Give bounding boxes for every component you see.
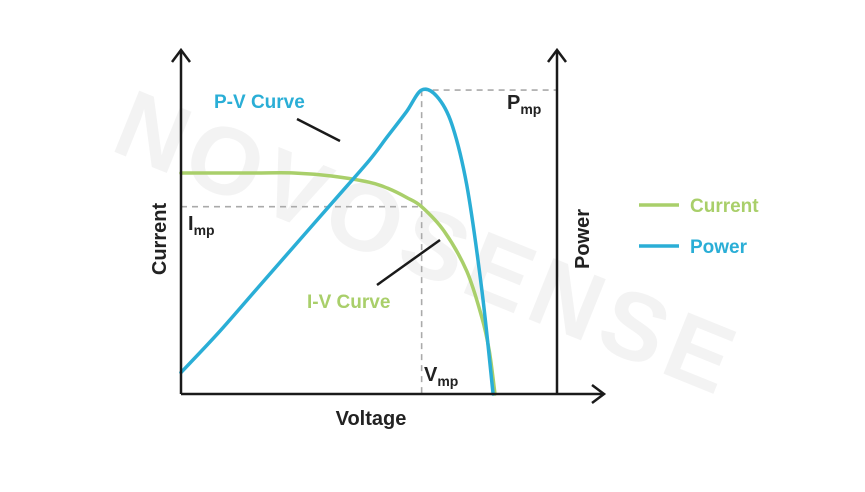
- pmp-main: P: [507, 92, 520, 114]
- y-axis-right-title: Power: [572, 209, 594, 269]
- y-axis-left-arrow: [171, 47, 191, 63]
- legend: Current Power: [639, 196, 759, 258]
- series-power-line: [179, 87, 495, 396]
- x-axis-title: Voltage: [336, 408, 407, 430]
- pmp-label: Pmp: [507, 92, 541, 117]
- x-axis-arrow: [591, 384, 607, 404]
- legend-label-power: Power: [690, 237, 748, 258]
- iv-curve-label: I-V Curve: [307, 292, 390, 313]
- pv-curve-pointer: [296, 117, 341, 143]
- y-axis-left-title: Current: [149, 203, 171, 276]
- pmp-sub: mp: [520, 101, 541, 117]
- imp-sub: mp: [194, 222, 215, 238]
- imp-label: Imp: [188, 213, 215, 238]
- axes: [171, 47, 607, 404]
- pv-curve-label: P-V Curve: [214, 92, 305, 113]
- legend-label-current: Current: [690, 196, 759, 217]
- imp-main: I: [188, 213, 194, 235]
- vmp-sub: mp: [437, 373, 458, 389]
- vmp-main: V: [424, 364, 438, 386]
- y-axis-right-arrow: [547, 47, 567, 63]
- vmp-label: Vmp: [424, 364, 458, 389]
- iv-curve-pointer: [376, 238, 441, 287]
- series-current-line: [179, 170, 497, 396]
